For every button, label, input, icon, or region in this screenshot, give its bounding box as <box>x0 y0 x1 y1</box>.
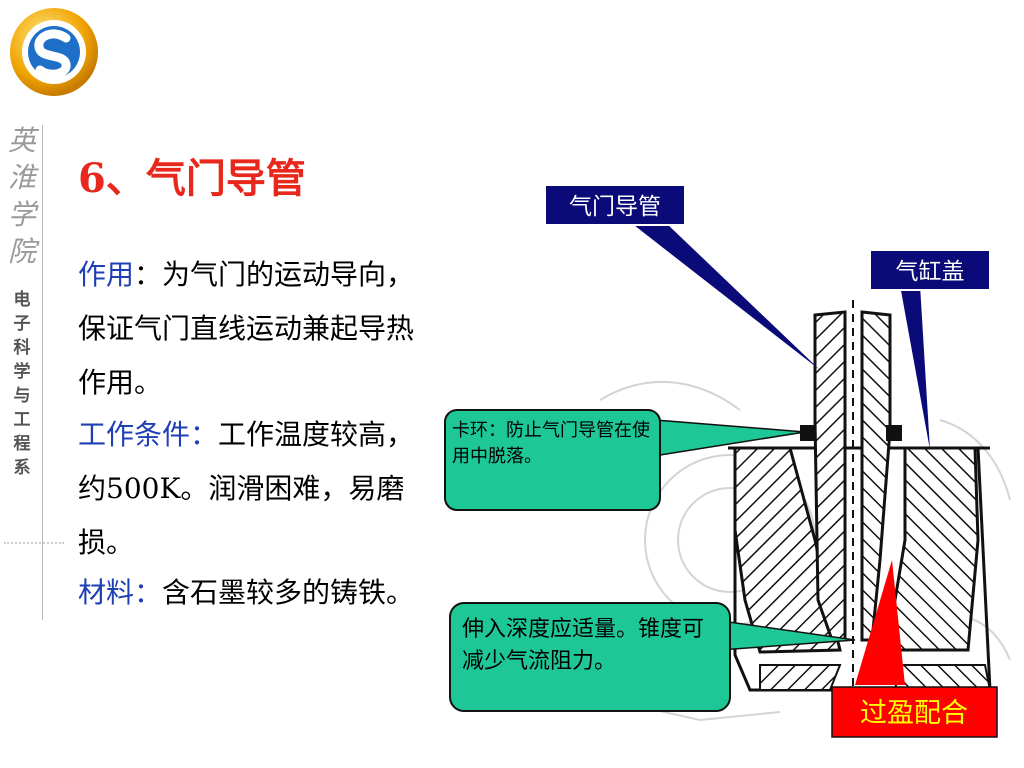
cylinder-head-section <box>883 446 980 652</box>
label-box-interference-fit <box>831 686 998 738</box>
dept-char: 与 <box>13 386 31 406</box>
school-logo <box>10 8 98 96</box>
label-valve-guide: 气门导管 <box>569 194 661 220</box>
keyword-function: 作用 <box>78 258 135 291</box>
label-box-valve-guide <box>544 184 686 226</box>
side-char: 学 <box>7 198 36 231</box>
label-cylinder-head: 气缸盖 <box>896 259 965 285</box>
side-divider <box>42 125 43 620</box>
side-department: 电 子 科 学 与 工 程 系 <box>8 288 36 480</box>
side-char: 院 <box>7 235 36 268</box>
side-char: 英 <box>7 124 36 157</box>
dept-char: 工 <box>13 410 31 430</box>
side-college-script: 英 淮 学 院 <box>4 122 40 270</box>
callout-snap-ring <box>444 409 661 511</box>
label-snap-ring: 卡环：防止气门导管在使用中脱落。 <box>452 420 650 467</box>
valve-guide-left-wall <box>813 310 847 642</box>
dept-char: 电 <box>13 290 31 310</box>
valve-guide-diagram: 气门导管 气缸盖 卡环：防止气门导管在使用中脱落。 伸入深度应适量。锥度可减少气… <box>444 184 1011 738</box>
dept-char: 程 <box>13 434 31 454</box>
dept-char: 子 <box>13 314 31 334</box>
paragraph-text: ：为气门的运动导向，保证气门直线运动兼起导热作用。 <box>78 258 415 399</box>
paragraph-text: 含石墨较多的铸铁。 <box>162 576 415 609</box>
paragraph-text: 工作温度较高，约500K。润滑困难，易磨损。 <box>78 418 415 559</box>
paragraph-material: 材料：含石墨较多的铸铁。 <box>78 566 428 620</box>
label-interference-fit: 过盈配合 <box>860 698 968 729</box>
dept-char: 系 <box>13 458 31 478</box>
label-box-cylinder-head <box>869 249 991 291</box>
label-insertion: 伸入深度应适量。锥度可减少气流阻力。 <box>462 617 705 674</box>
side-dotted-line <box>4 542 64 544</box>
keyword-material: 材料： <box>78 576 163 609</box>
keyword-conditions: 工作条件： <box>78 418 219 451</box>
dept-char: 科 <box>13 338 31 358</box>
paragraph-conditions: 工作条件：工作温度较高，约500K。润滑困难，易磨损。 <box>78 408 428 570</box>
dept-char: 学 <box>13 362 31 382</box>
valve-guide-right-wall <box>860 310 892 642</box>
page-title: 6、气门导管 <box>78 155 306 202</box>
cylinder-head-section <box>733 446 842 654</box>
side-char: 淮 <box>7 161 36 194</box>
paragraph-function: 作用：为气门的运动导向，保证气门直线运动兼起导热作用。 <box>78 248 428 410</box>
callout-insertion <box>449 602 731 712</box>
